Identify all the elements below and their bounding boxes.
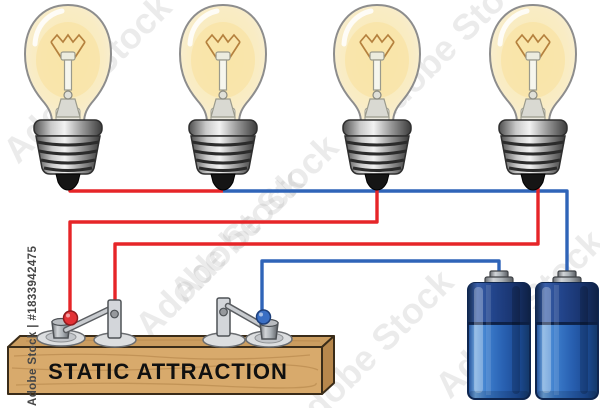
terminal-highlight	[259, 312, 263, 317]
switch-blade	[64, 306, 114, 332]
red-wire-bulb4-to-switch	[113, 185, 540, 303]
switch-bracket	[107, 299, 122, 339]
red-wire-bulb1-to-bulb2	[68, 186, 223, 193]
switch-bracket-hole	[110, 309, 119, 319]
switch-bracket-hole	[219, 307, 228, 317]
blue-wire-bulb2-to-battery2	[223, 189, 569, 276]
red-terminal-ball	[62, 310, 79, 326]
blue-terminal-ball	[255, 309, 272, 325]
battery-2	[535, 270, 599, 400]
blue-wire-switch-to-battery1	[260, 259, 501, 316]
light-bulb-2	[180, 5, 266, 190]
light-bulb-4	[490, 5, 576, 190]
battery-1	[467, 270, 531, 400]
switch-blade	[226, 304, 265, 328]
watermark-id-text: Adobe Stock | #1833942475	[27, 246, 39, 406]
red-wire-bulb3-to-switch	[68, 183, 379, 316]
wooden-block-end-face	[321, 335, 335, 395]
block-label: STATIC ATTRACTION	[48, 359, 288, 384]
knife-switch-right	[202, 297, 293, 348]
knife-switch-left	[36, 299, 137, 348]
terminal-highlight	[66, 313, 70, 318]
watermark-tile: Adobe Stock	[162, 125, 347, 310]
